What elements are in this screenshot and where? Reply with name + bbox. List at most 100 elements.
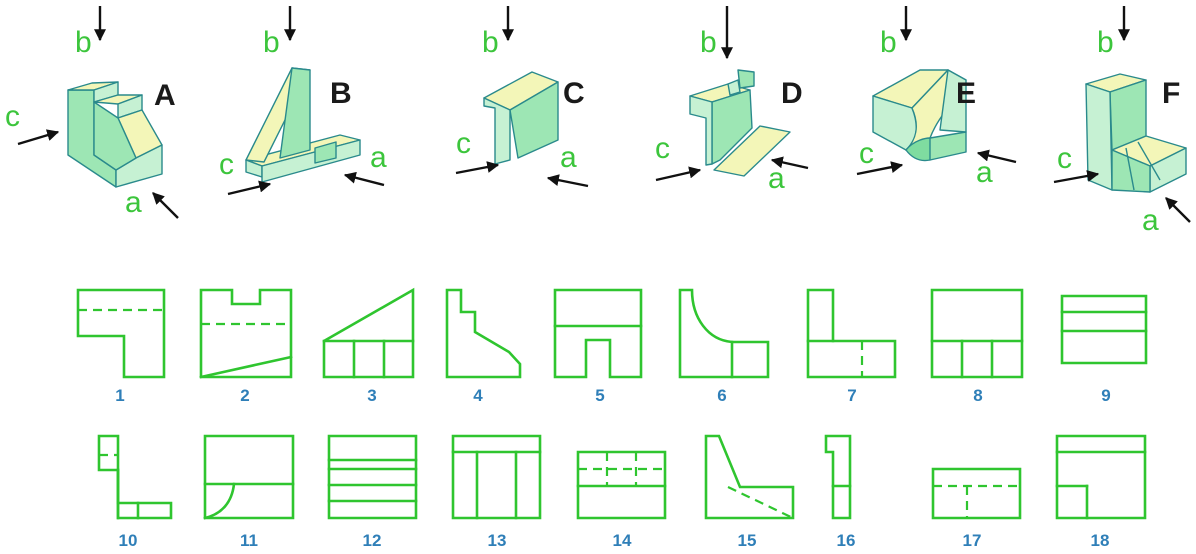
view-1: 1: [76, 288, 166, 405]
view-8-number: 8: [973, 386, 982, 405]
object-e-direction-c-label: c: [859, 137, 874, 170]
object-c-arrow-b: b: [482, 6, 514, 59]
object-d-direction-a-label: a: [768, 162, 785, 195]
object-b-arrow-b: b: [263, 6, 296, 59]
object-f-arrow-b: b: [1097, 6, 1130, 59]
object-b-arrow-c: c: [219, 148, 272, 196]
object-c-arrow-c: c: [455, 127, 500, 175]
view-5: 5: [553, 288, 643, 405]
object-d-arrow-a: a: [768, 156, 809, 195]
view-7: 7: [806, 288, 897, 405]
view-16: 16: [824, 434, 856, 550]
view-12-number: 12: [363, 531, 382, 550]
view-4: 4: [445, 288, 522, 405]
view-4-number: 4: [473, 386, 483, 405]
views-row-1: 1 2 3 4 5 6: [76, 287, 1148, 405]
object-a-solid: [67, 81, 163, 188]
view-13: 13: [451, 434, 542, 550]
object-e-c-arrow-icon: [856, 161, 904, 176]
object-b-c-arrow-icon: [227, 180, 272, 196]
view-7-number: 7: [847, 386, 856, 405]
object-a-c-arrow-icon: [17, 129, 60, 146]
object-a-direction-b-label: b: [75, 26, 92, 59]
object-b-solid: [245, 67, 361, 183]
object-f-label: F: [1162, 77, 1180, 110]
view-6-number: 6: [717, 386, 726, 405]
views-row-2: 10 11 12 13 14: [97, 434, 1147, 550]
view-8: 8: [930, 288, 1024, 405]
object-d-a-arrow-icon: [770, 156, 809, 170]
object-e-a-arrow-icon: [976, 149, 1017, 164]
object-b-direction-c-label: c: [219, 148, 234, 181]
object-f: F b c a: [1053, 6, 1191, 237]
object-f-arrow-a: a: [1142, 197, 1191, 237]
object-b: B b c a: [219, 6, 387, 196]
view-12: 12: [327, 434, 418, 550]
object-c-direction-a-label: a: [560, 141, 577, 174]
view-3: 3: [322, 287, 415, 405]
object-a: A b c a: [5, 6, 179, 219]
object-e-direction-a-label: a: [976, 156, 993, 189]
object-d-c-arrow-icon: [655, 166, 702, 182]
object-c-direction-b-label: b: [482, 26, 499, 59]
object-c-label: C: [563, 77, 585, 110]
object-c-c-arrow-icon: [455, 161, 500, 175]
view-18-number: 18: [1091, 531, 1110, 550]
object-d-direction-b-label: b: [700, 26, 717, 59]
object-d-direction-c-label: c: [655, 132, 670, 165]
view-11-number: 11: [240, 531, 258, 550]
view-14-number: 14: [613, 531, 632, 550]
view-9: 9: [1060, 294, 1148, 405]
object-e-arrow-c: c: [856, 137, 904, 176]
view-1-number: 1: [115, 386, 124, 405]
view-3-number: 3: [367, 386, 376, 405]
view-15-number: 15: [738, 531, 757, 550]
object-c: C b c a: [455, 6, 589, 188]
object-f-direction-b-label: b: [1097, 26, 1114, 59]
object-a-a-arrow-icon: [152, 192, 179, 219]
object-c-arrow-a: a: [546, 141, 589, 188]
object-d-solid: [689, 69, 791, 177]
object-d-label: D: [781, 77, 803, 110]
object-f-direction-c-label: c: [1057, 142, 1072, 175]
object-e: E b c a: [856, 6, 1017, 189]
object-b-a-arrow-icon: [343, 171, 385, 187]
object-e-arrow-a: a: [976, 149, 1017, 189]
view-17-number: 17: [963, 531, 982, 550]
object-e-label: E: [956, 77, 976, 110]
object-f-direction-a-label: a: [1142, 204, 1159, 237]
object-a-arrow-b: b: [75, 6, 106, 59]
object-f-c-arrow-icon: [1053, 170, 1100, 184]
object-e-direction-b-label: b: [880, 26, 897, 59]
view-2: 2: [199, 288, 293, 405]
view-10: 10: [97, 434, 173, 550]
object-a-label: A: [154, 79, 176, 112]
view-2-number: 2: [240, 386, 249, 405]
view-18: 18: [1055, 434, 1147, 550]
view-11: 11: [203, 434, 295, 550]
object-a-direction-a-label: a: [125, 186, 142, 219]
view-16-number: 16: [837, 531, 856, 550]
object-e-solid: [872, 69, 967, 162]
object-a-direction-c-label: c: [5, 100, 20, 133]
object-a-arrow-a: a: [125, 186, 179, 219]
object-b-arrow-a: a: [343, 141, 387, 187]
object-d: D b c a: [655, 6, 809, 195]
object-c-direction-c-label: c: [456, 127, 471, 160]
object-b-direction-b-label: b: [263, 26, 280, 59]
object-b-label: B: [330, 77, 352, 110]
object-f-solid: [1085, 73, 1187, 193]
object-e-arrow-b: b: [880, 6, 912, 59]
view-13-number: 13: [488, 531, 507, 550]
object-f-a-arrow-icon: [1165, 197, 1191, 223]
object-c-solid: [483, 71, 559, 165]
object-c-a-arrow-icon: [546, 174, 589, 188]
object-d-arrow-b: b: [700, 6, 733, 60]
view-9-number: 9: [1101, 386, 1110, 405]
view-15: 15: [704, 434, 795, 550]
view-5-number: 5: [595, 386, 604, 405]
object-d-arrow-c: c: [655, 132, 702, 182]
object-f-arrow-c: c: [1053, 142, 1100, 184]
view-6: 6: [678, 288, 770, 405]
